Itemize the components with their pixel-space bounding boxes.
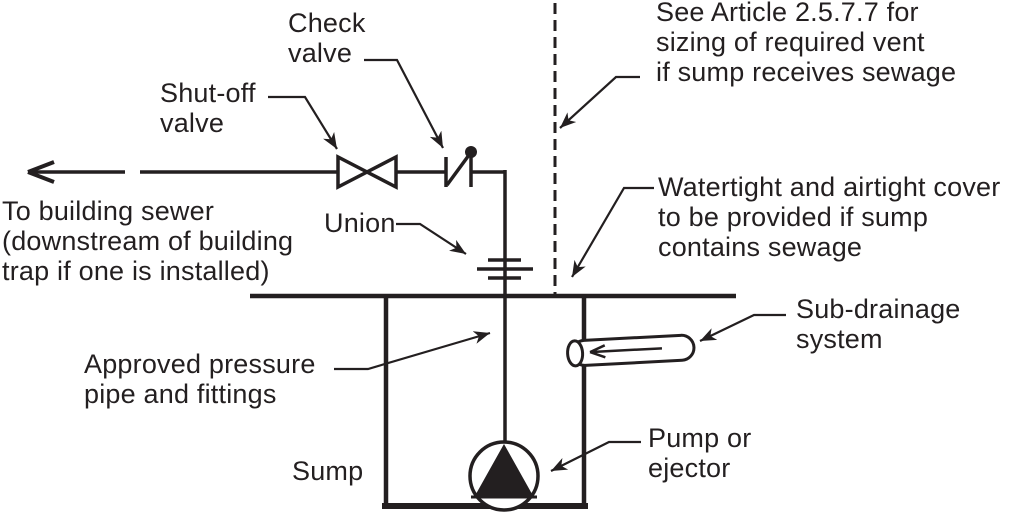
union-symbol <box>477 258 533 280</box>
sub-drainage-pipe-symbol <box>566 333 696 368</box>
check-valve-ball <box>465 146 477 158</box>
leader-pump <box>550 440 641 472</box>
leader-lines <box>268 58 786 472</box>
leader-vent-note <box>559 75 640 129</box>
sub-drainage-label: Sub-drainage system <box>796 294 961 354</box>
leader-check-valve <box>364 58 444 149</box>
sub-drainage-flow-arrow <box>589 344 663 359</box>
watertight-cover-note: Watertight and airtight cover to be prov… <box>658 172 1001 262</box>
leader-sub-drainage <box>699 313 786 342</box>
discharge-piping <box>27 146 533 444</box>
sump-label: Sump <box>292 456 364 486</box>
to-building-sewer-label: To building sewer (downstream of buildin… <box>2 196 294 286</box>
shut-off-valve-symbol <box>336 154 398 190</box>
leader-shut-off-valve <box>268 95 338 150</box>
leader-cover-note <box>571 186 654 278</box>
pressure-pipe-label: Approved pressure pipe and fittings <box>84 349 316 409</box>
leader-pressure-pipe <box>334 331 491 371</box>
flow-direction-arrow <box>27 160 125 184</box>
union-label: Union <box>324 208 396 238</box>
pump-impeller-triangle <box>474 443 534 497</box>
pump-ejector-label: Pump or ejector <box>648 423 752 483</box>
leader-union <box>396 222 467 255</box>
check-valve-label: Check valve <box>288 8 366 68</box>
pump-symbol <box>468 440 540 512</box>
vent-sizing-note: See Article 2.5.7.7 for sizing of requir… <box>656 0 957 87</box>
shut-off-valve-label: Shut-off valve <box>160 78 256 138</box>
check-valve-symbol <box>444 146 477 187</box>
